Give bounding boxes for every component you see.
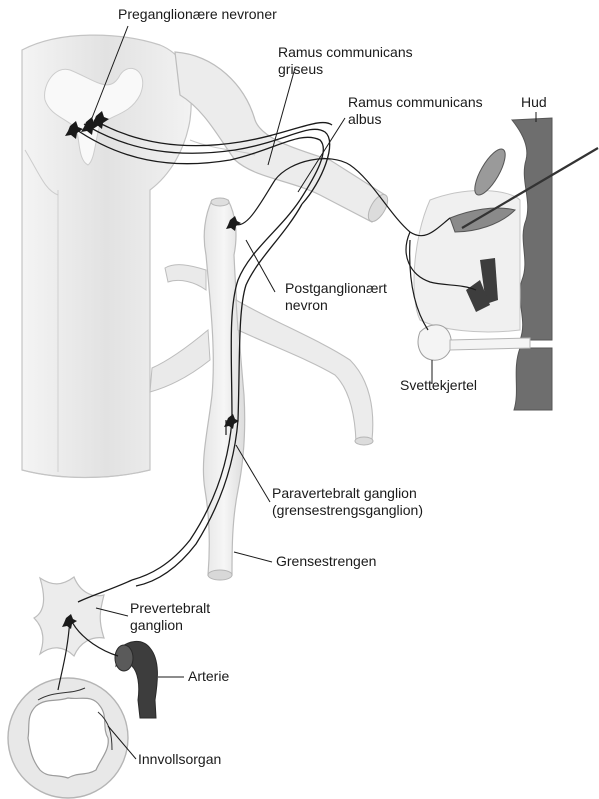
artery-label: Arterie [188,668,229,685]
paravertebral-ganglion-label-line1: Paravertebralt ganglion [272,485,417,502]
visceral-organ [8,678,128,798]
sweat-gland-label: Svettekjertel [400,377,477,394]
paravertebral-ganglion-label-line2: (grensestrengsganglion) [272,502,423,519]
spinal-cord [22,35,191,477]
visceral-organ-label: Innvollsorgan [138,751,221,768]
skin-label: Hud [521,94,547,111]
postganglionic-neuron-label-line1: Postganglionært [285,280,387,297]
prevertebral-ganglion-label-line1: Prevertebralt [130,600,210,617]
preganglionic-neurons-label: Preganglionære nevroner [118,6,277,23]
postganglionic-neuron-label-line2: nevron [285,297,328,314]
sympathetic-trunk-label: Grensestrengen [276,553,376,570]
skin [414,118,598,410]
ramus-albus-label-line1: Ramus communicans [348,94,483,111]
ramus-albus-label-line2: albus [348,111,381,128]
artery [115,641,157,718]
sympathetic-trunk [150,198,373,580]
ramus-griseus-label-line1: Ramus communicans [278,44,413,61]
ramus-griseus-label-line2: griseus [278,61,323,78]
prevertebral-ganglion-label-line2: ganglion [130,617,183,634]
